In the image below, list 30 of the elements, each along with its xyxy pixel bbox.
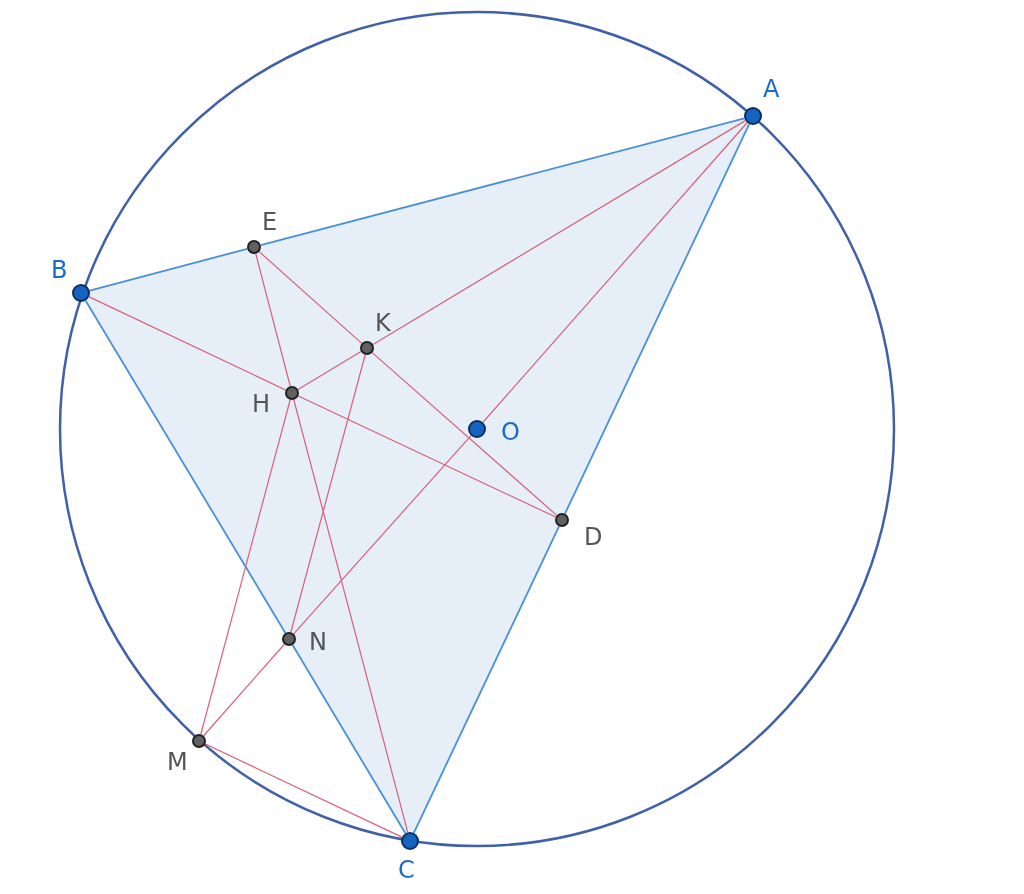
point-label: D [584, 524, 603, 550]
line-segment [200, 399, 291, 735]
point-label: B [51, 257, 68, 283]
line-segment [255, 253, 291, 387]
line-segment [293, 435, 472, 635]
point-label: M [167, 749, 188, 775]
line-segment [412, 525, 560, 834]
line-segment [291, 644, 407, 835]
line-segment [88, 247, 249, 292]
line-segment [297, 395, 557, 518]
line-segment [372, 120, 746, 345]
line-segment [204, 743, 403, 838]
line-segment [259, 117, 746, 247]
point-label: K [375, 310, 391, 336]
point-label: E [262, 209, 278, 235]
line-segment [297, 351, 362, 390]
line-segment [258, 251, 363, 344]
line-segment [203, 643, 285, 737]
point-label: N [309, 629, 327, 655]
line-segment [482, 122, 748, 423]
point-label: C [398, 857, 415, 883]
line-segment [293, 399, 409, 833]
line-segment [290, 354, 366, 633]
line-segment [84, 299, 287, 634]
point-label: H [252, 391, 271, 417]
line-segment [371, 352, 558, 516]
point-label: A [763, 76, 780, 102]
line-segment [88, 296, 287, 391]
point-label: O [501, 419, 520, 445]
line-segment [564, 123, 751, 515]
